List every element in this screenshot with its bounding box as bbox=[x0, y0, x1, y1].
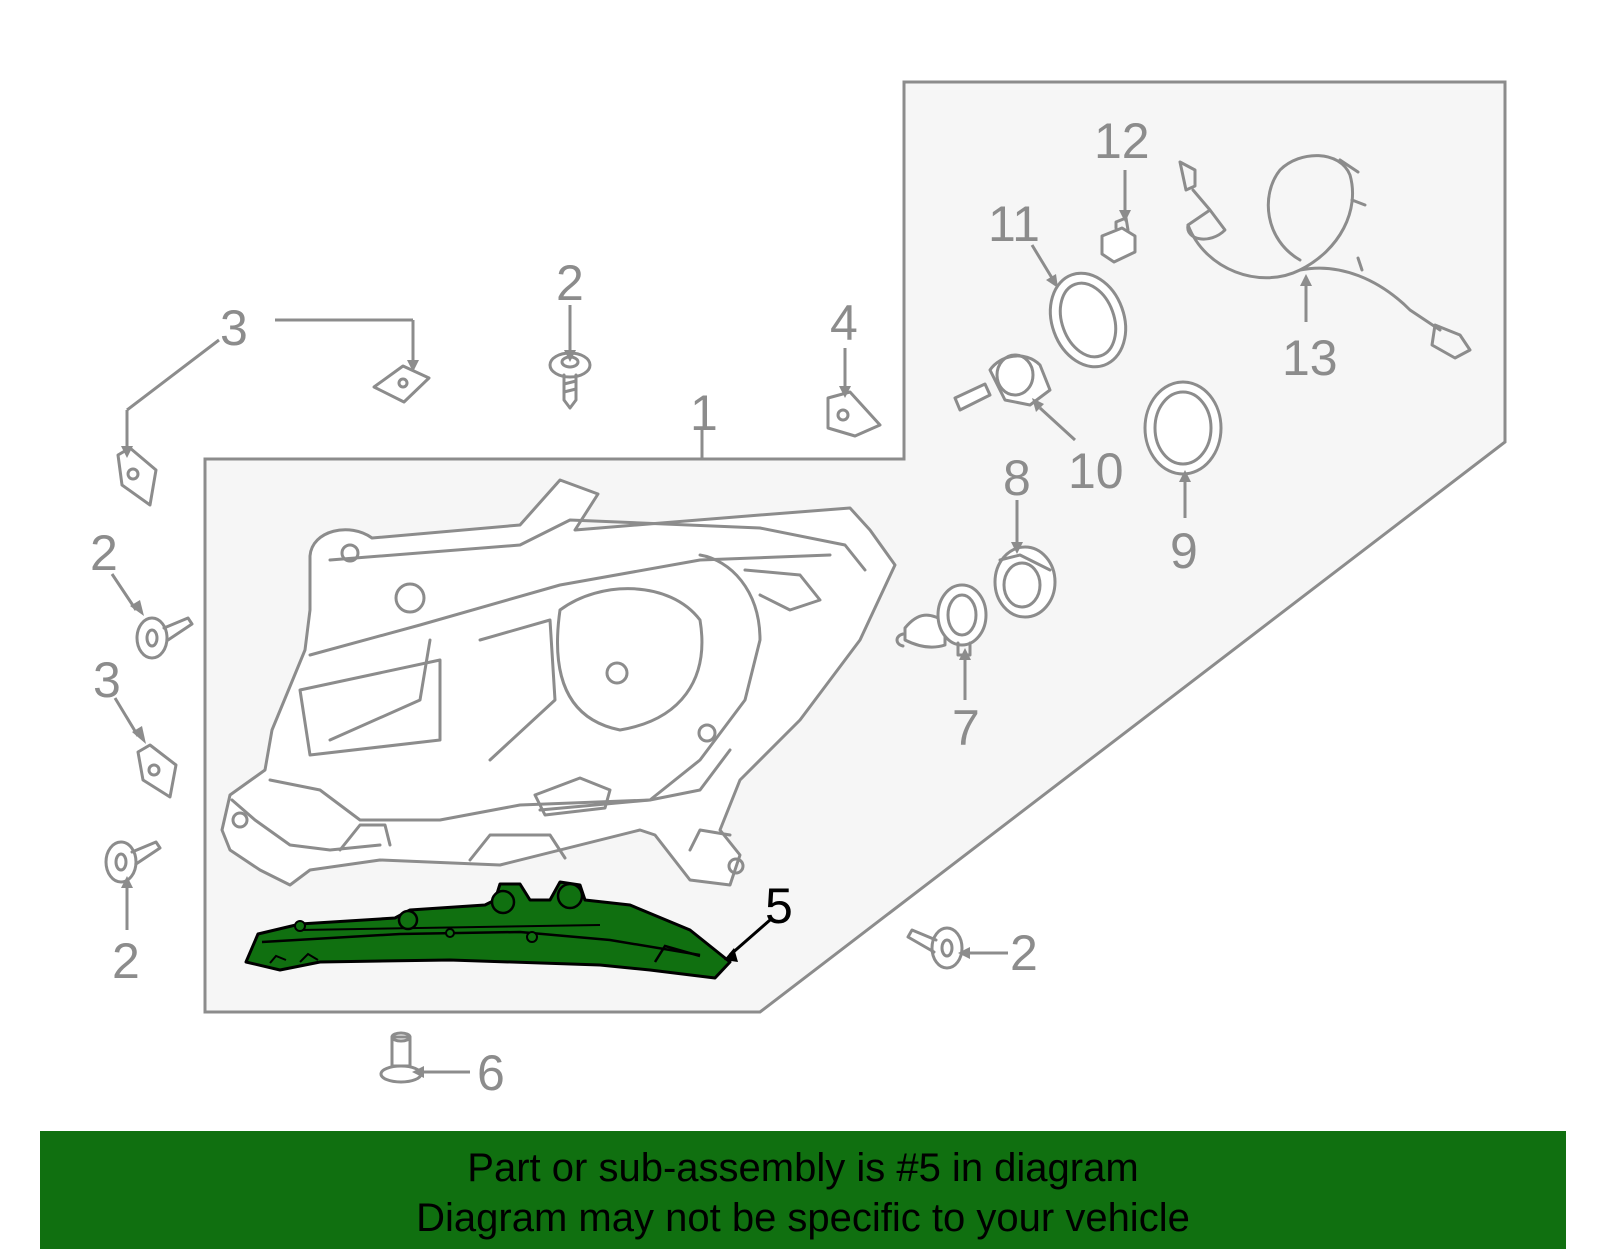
callout-5: 5 bbox=[765, 878, 793, 934]
callout-2-left-lower: 2 bbox=[112, 933, 140, 989]
headlamp-housing bbox=[220, 478, 897, 887]
seal-11 bbox=[1048, 271, 1128, 369]
clip-3-left-upper bbox=[116, 446, 158, 507]
part-info-banner: Part or sub-assembly is #5 in diagram Di… bbox=[40, 1131, 1566, 1249]
callout-4: 4 bbox=[830, 295, 858, 351]
callout-11: 11 bbox=[988, 196, 1040, 252]
socket-8 bbox=[993, 545, 1057, 619]
callout-10: 10 bbox=[1068, 443, 1124, 499]
bulb-10 bbox=[953, 353, 1052, 412]
callout-13: 13 bbox=[1282, 330, 1338, 386]
callout-6: 6 bbox=[477, 1045, 505, 1101]
callout-7: 7 bbox=[952, 700, 980, 756]
callout-3-top: 3 bbox=[220, 300, 248, 356]
callout-1: 1 bbox=[690, 385, 718, 441]
screw-2-left-lower bbox=[104, 840, 162, 884]
clip-3-left-lower bbox=[136, 743, 178, 799]
callout-2-right: 2 bbox=[1010, 925, 1038, 981]
callout-12: 12 bbox=[1094, 113, 1150, 169]
callout-9: 9 bbox=[1170, 523, 1198, 579]
clip-6 bbox=[379, 1031, 423, 1084]
screw-2-left-upper bbox=[135, 616, 194, 660]
clip-3-top bbox=[372, 364, 431, 404]
connector-12 bbox=[1100, 216, 1137, 264]
screw-2-right bbox=[906, 926, 964, 970]
harness-13 bbox=[1178, 154, 1472, 360]
arrow-head-5 bbox=[724, 948, 738, 962]
callout-8: 8 bbox=[1003, 450, 1031, 506]
callout-3-left: 3 bbox=[93, 652, 121, 708]
bulb-7 bbox=[895, 583, 988, 657]
seal-9 bbox=[1143, 380, 1223, 476]
leader-lines bbox=[110, 170, 1308, 1074]
highlighted-part-5 bbox=[244, 880, 732, 980]
banner-line-1: Part or sub-assembly is #5 in diagram bbox=[467, 1146, 1139, 1190]
callout-labels: 1 2 2 2 2 3 3 4 5 6 7 8 9 10 11 12 13 bbox=[90, 113, 1338, 1101]
callout-2-top: 2 bbox=[556, 255, 584, 311]
callout-2-left-upper: 2 bbox=[90, 525, 118, 581]
arrow-heads bbox=[121, 210, 1312, 1078]
bracket-4 bbox=[826, 390, 882, 438]
banner-line-2: Diagram may not be specific to your vehi… bbox=[416, 1196, 1190, 1240]
